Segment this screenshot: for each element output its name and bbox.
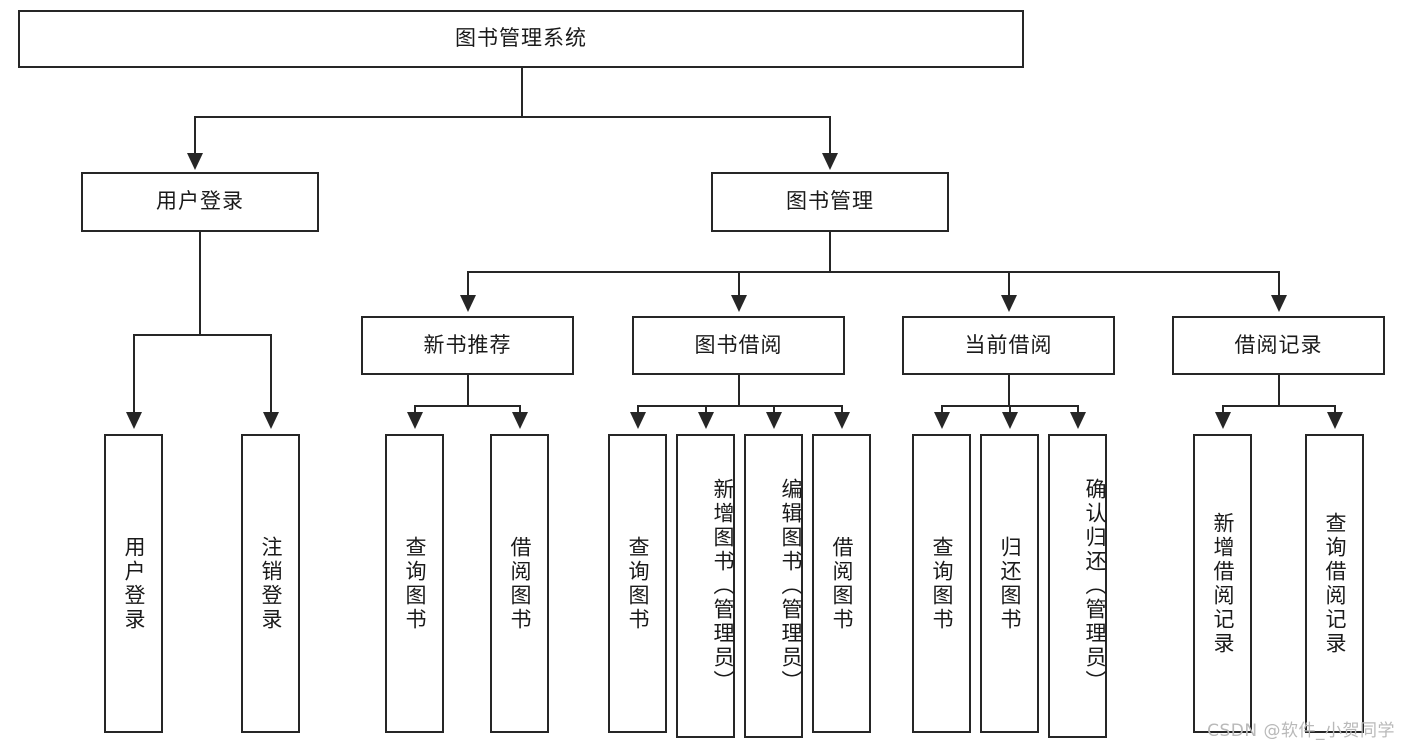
node-label: 当前借阅 bbox=[964, 332, 1053, 357]
node-label: 图书管理系统 bbox=[455, 26, 587, 51]
leaf-new-book-query-book[interactable]: 查询图书 bbox=[385, 434, 444, 733]
edge-book-borrow-branch-4 bbox=[841, 405, 843, 414]
edge-book-borrow-branch-1 bbox=[637, 405, 639, 414]
node-label: 用户登录 bbox=[156, 189, 244, 214]
leaf-borrow-record-add-record[interactable]: 新增借阅记录 bbox=[1193, 434, 1252, 733]
edge-book-manage-bus bbox=[467, 271, 1278, 273]
node-borrow-record[interactable]: 借阅记录 bbox=[1172, 316, 1385, 375]
node-root-system[interactable]: 图书管理系统 bbox=[18, 10, 1024, 68]
edge-user-login-bus bbox=[133, 334, 272, 336]
node-label: 查询图书 bbox=[626, 535, 650, 632]
edge-borrow-record-stem bbox=[1278, 375, 1280, 406]
edge-current-borrow-branch-2 bbox=[1009, 405, 1011, 414]
arrow-book-borrow-leaf-1 bbox=[630, 412, 646, 429]
edge-borrow-record-bus bbox=[1222, 405, 1336, 407]
edge-book-manage-branch-3 bbox=[1008, 271, 1010, 297]
node-label: 查询借阅记录 bbox=[1323, 511, 1347, 656]
edge-root-stem bbox=[521, 68, 523, 117]
node-label: 借阅记录 bbox=[1234, 332, 1323, 357]
node-label: 用户登录 bbox=[122, 535, 146, 632]
edge-current-borrow-branch-1 bbox=[941, 405, 943, 414]
edge-user-login-stem bbox=[199, 232, 201, 335]
node-new-book-recommend[interactable]: 新书推荐 bbox=[361, 316, 574, 375]
leaf-book-borrow-add-book[interactable]: 新增图书（管理员） bbox=[676, 434, 735, 738]
arrow-current-borrow-leaf-3 bbox=[1070, 412, 1086, 429]
node-label: 归还图书 bbox=[998, 535, 1022, 632]
arrow-current-borrow-leaf-2 bbox=[1002, 412, 1018, 429]
arrow-borrow-record-leaf-1 bbox=[1215, 412, 1231, 429]
node-label: 查询图书 bbox=[403, 535, 427, 632]
arrow-book-manage-to-current bbox=[1001, 295, 1017, 312]
arrow-book-borrow-leaf-3 bbox=[766, 412, 782, 429]
node-label: 新增图书（管理员） bbox=[711, 478, 735, 694]
node-label: 注销登录 bbox=[259, 535, 283, 632]
edge-book-manage-branch-1 bbox=[467, 271, 469, 297]
leaf-book-borrow-edit-book[interactable]: 编辑图书（管理员） bbox=[744, 434, 803, 738]
node-current-borrow[interactable]: 当前借阅 bbox=[902, 316, 1115, 375]
node-book-borrow[interactable]: 图书借阅 bbox=[632, 316, 845, 375]
node-label: 编辑图书（管理员） bbox=[779, 478, 803, 694]
edge-root-bus bbox=[194, 116, 830, 118]
arrow-user-login-leaf-2 bbox=[263, 412, 279, 429]
node-label: 图书管理 bbox=[786, 189, 874, 214]
edge-book-manage-stem bbox=[829, 232, 831, 272]
edge-root-to-user-login bbox=[194, 116, 196, 155]
leaf-new-book-borrow-book[interactable]: 借阅图书 bbox=[490, 434, 549, 733]
edge-new-book-stem bbox=[467, 375, 469, 406]
leaf-user-login-login[interactable]: 用户登录 bbox=[104, 434, 163, 733]
leaf-borrow-record-query-record[interactable]: 查询借阅记录 bbox=[1305, 434, 1364, 733]
edge-book-manage-branch-2 bbox=[738, 271, 740, 297]
node-label: 借阅图书 bbox=[508, 535, 532, 632]
node-label: 新增借阅记录 bbox=[1211, 511, 1235, 656]
edge-user-login-branch-2 bbox=[270, 334, 272, 414]
arrow-book-manage-to-new-book bbox=[460, 295, 476, 312]
node-label: 新书推荐 bbox=[423, 332, 512, 357]
edge-book-borrow-bus bbox=[637, 405, 843, 407]
node-label: 确认归还（管理员） bbox=[1083, 478, 1107, 694]
node-user-login[interactable]: 用户登录 bbox=[81, 172, 319, 232]
edge-user-login-branch-1 bbox=[133, 334, 135, 414]
edge-root-to-book-manage bbox=[829, 116, 831, 155]
leaf-user-login-logout[interactable]: 注销登录 bbox=[241, 434, 300, 733]
node-book-management[interactable]: 图书管理 bbox=[711, 172, 949, 232]
arrow-book-borrow-leaf-2 bbox=[698, 412, 714, 429]
leaf-book-borrow-query-book[interactable]: 查询图书 bbox=[608, 434, 667, 733]
arrow-root-to-book-manage bbox=[822, 153, 838, 170]
edge-book-borrow-branch-3 bbox=[773, 405, 775, 414]
arrow-borrow-record-leaf-2 bbox=[1327, 412, 1343, 429]
leaf-current-borrow-confirm-return[interactable]: 确认归还（管理员） bbox=[1048, 434, 1107, 738]
node-label: 图书借阅 bbox=[694, 332, 783, 357]
edge-book-borrow-branch-2 bbox=[705, 405, 707, 414]
arrow-book-borrow-leaf-4 bbox=[834, 412, 850, 429]
edge-current-borrow-branch-3 bbox=[1077, 405, 1079, 414]
edge-new-book-branch-2 bbox=[519, 405, 521, 414]
node-label: 借阅图书 bbox=[830, 535, 854, 632]
node-label: 查询图书 bbox=[930, 535, 954, 632]
edge-current-borrow-stem bbox=[1008, 375, 1010, 406]
edge-book-borrow-stem bbox=[738, 375, 740, 406]
leaf-current-borrow-query-book[interactable]: 查询图书 bbox=[912, 434, 971, 733]
arrow-current-borrow-leaf-1 bbox=[934, 412, 950, 429]
arrow-book-manage-to-record bbox=[1271, 295, 1287, 312]
arrow-new-book-leaf-2 bbox=[512, 412, 528, 429]
edge-new-book-branch-1 bbox=[414, 405, 416, 414]
arrow-book-manage-to-borrow bbox=[731, 295, 747, 312]
leaf-book-borrow-borrow-book[interactable]: 借阅图书 bbox=[812, 434, 871, 733]
edge-borrow-record-branch-1 bbox=[1222, 405, 1224, 414]
edge-book-manage-branch-4 bbox=[1278, 271, 1280, 297]
arrow-new-book-leaf-1 bbox=[407, 412, 423, 429]
arrow-user-login-leaf-1 bbox=[126, 412, 142, 429]
arrow-root-to-user-login bbox=[187, 153, 203, 170]
leaf-current-borrow-return-book[interactable]: 归还图书 bbox=[980, 434, 1039, 733]
edge-borrow-record-branch-2 bbox=[1334, 405, 1336, 414]
edge-new-book-bus bbox=[414, 405, 521, 407]
